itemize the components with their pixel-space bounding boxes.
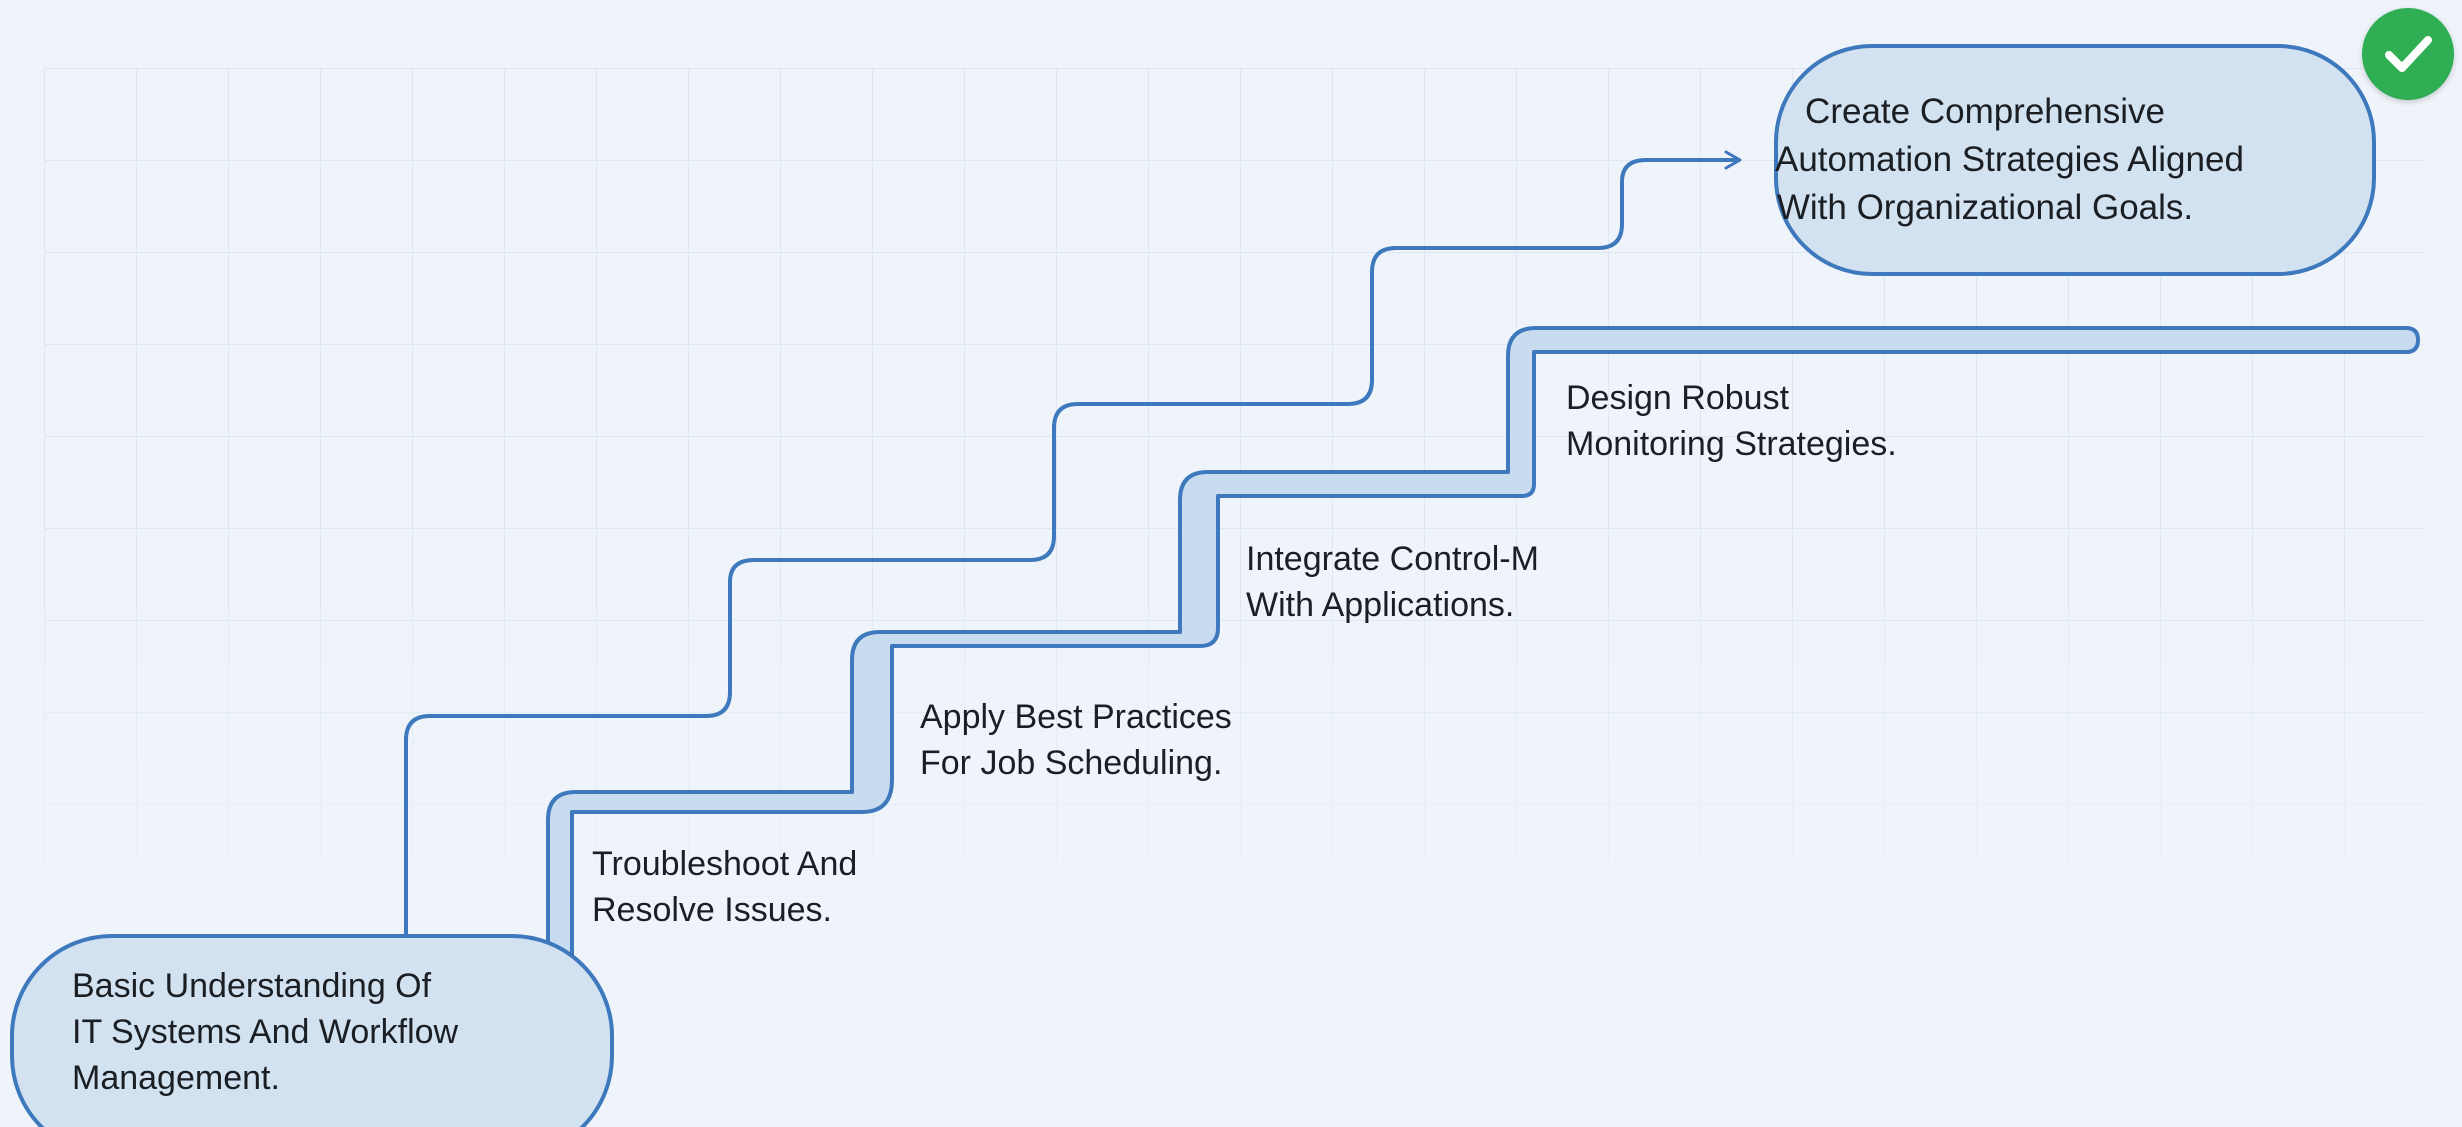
step-3-line-2: For Job Scheduling. — [920, 744, 1223, 782]
step-4-line-2: With Applications. — [1246, 586, 1515, 624]
goal-line-1: Create Comprehensive — [1805, 92, 2165, 131]
goal-line-2: Automation Strategies Aligned — [1775, 140, 2244, 179]
goal-complete-badge — [2362, 8, 2454, 100]
step-3-line-1: Apply Best Practices — [920, 698, 1232, 736]
stair-band — [546, 326, 2420, 1122]
step-4-label: Integrate Control-M With Applications. — [1246, 536, 1539, 628]
step-5-line-1: Design Robust — [1566, 379, 1790, 417]
step-5-label: Design Robust Monitoring Strategies. — [1566, 375, 1897, 467]
step-3-label: Apply Best Practices For Job Scheduling. — [920, 694, 1232, 786]
goal-line-3: With Organizational Goals. — [1776, 188, 2194, 227]
step-1-line-2: IT Systems And Workflow — [72, 1013, 459, 1051]
step-1-line-3: Management. — [72, 1059, 280, 1097]
goal-label: Create Comprehensive Automation Strategi… — [1775, 88, 2244, 232]
step-1-label: Basic Understanding Of IT Systems And Wo… — [72, 963, 458, 1101]
step-5-line-2: Monitoring Strategies. — [1566, 425, 1897, 463]
step-2-line-2: Resolve Issues. — [592, 891, 832, 929]
step-1-line-1: Basic Understanding Of — [72, 967, 432, 1005]
step-2-line-1: Troubleshoot And — [592, 845, 858, 883]
checkmark-icon — [2385, 36, 2432, 72]
goal-box — [1774, 44, 2376, 276]
progress-path — [404, 150, 1742, 936]
start-box — [10, 934, 614, 1127]
step-2-label: Troubleshoot And Resolve Issues. — [592, 841, 857, 933]
step-4-line-1: Integrate Control-M — [1246, 540, 1539, 578]
